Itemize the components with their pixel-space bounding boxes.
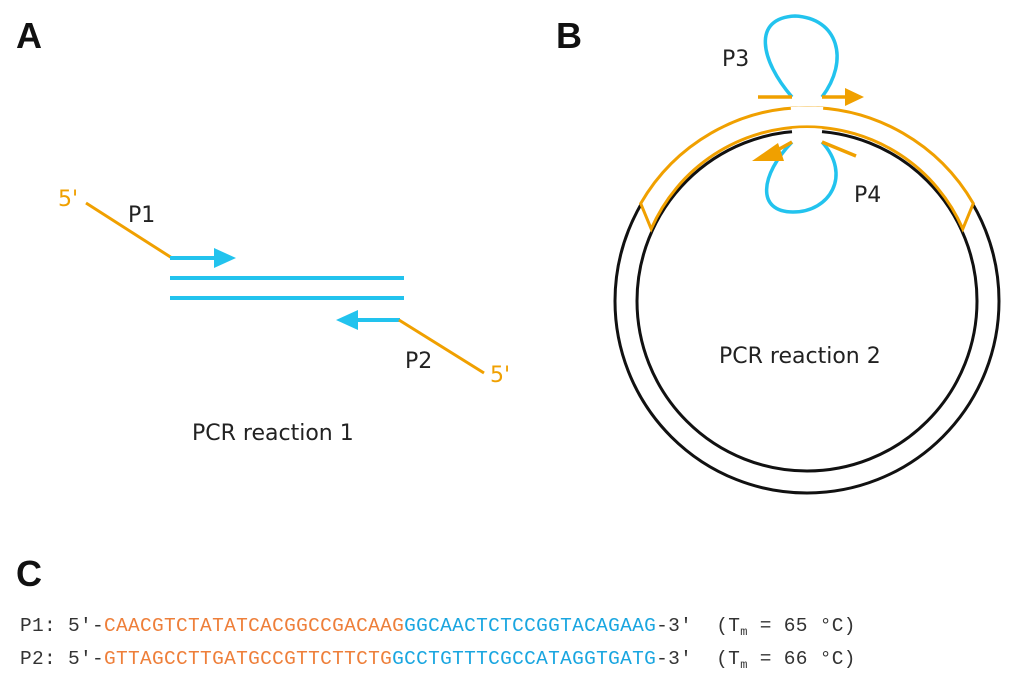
primer-overhang-sequence: CAACGTCTATATCACGGCCGACAAG <box>104 615 405 637</box>
melting-temp-subscript: m <box>740 625 748 639</box>
p4-label: P4 <box>854 183 881 208</box>
p2-label: P2 <box>405 349 432 374</box>
p4-arrowhead <box>752 143 784 161</box>
five-prime-label-left: 5' <box>58 187 78 212</box>
primer-suffix: -3′ <box>656 648 693 670</box>
melting-temp-value: = 65 °C) <box>747 615 856 637</box>
primer-row-p1: P1: 5′-CAACGTCTATATCACGGCCGACAAGGGCAACTC… <box>20 615 856 639</box>
primer-annealing-sequence: GGCAACTCTCCGGTACAGAAG <box>404 615 657 637</box>
panel-c-letter: C <box>16 553 42 594</box>
p3-arrowhead <box>845 88 864 106</box>
p4-right-arm <box>821 140 857 158</box>
melting-temp-open: (T <box>716 615 741 637</box>
panel-b-letter: B <box>556 15 582 56</box>
five-prime-label-right: 5' <box>490 363 510 388</box>
p4-hairpin-loop <box>764 140 838 214</box>
panel-a-diagram <box>85 201 485 375</box>
p1-arrowhead <box>214 248 236 268</box>
primer-name: P2: <box>20 648 57 670</box>
primer-overhang-sequence: GTTAGCCTTGATGCCGTTCTTCTG <box>104 648 393 670</box>
primer-name: P1: <box>20 615 57 637</box>
p1-label: P1 <box>128 203 155 228</box>
primer-prefix: 5′- <box>68 615 105 637</box>
p2-arrowhead <box>336 310 358 330</box>
p3-hairpin-loop <box>763 14 839 99</box>
primer-annealing-sequence: GCCTGTTTCGCCATAGGTGATG <box>392 648 657 670</box>
melting-temp-subscript: m <box>740 658 748 672</box>
amplified-region <box>639 106 975 233</box>
panel-b-diagram <box>613 14 1001 495</box>
melting-temp-value: = 66 °C) <box>747 648 856 670</box>
p3-label: P3 <box>722 47 749 72</box>
plasmid-inner-strand <box>635 129 979 473</box>
panel-b-caption: PCR reaction 2 <box>719 344 881 369</box>
p2-tail <box>398 318 485 375</box>
primer-row-p2: P2: 5′-GTTAGCCTTGATGCCGTTCTTCTGGCCTGTTTC… <box>20 648 856 672</box>
primer-prefix: 5′- <box>68 648 105 670</box>
panel-a-letter: A <box>16 15 42 56</box>
panel-a-caption: PCR reaction 1 <box>192 421 354 446</box>
p1-tail <box>85 201 173 260</box>
melting-temp-open: (T <box>716 648 741 670</box>
primer-suffix: -3′ <box>656 615 693 637</box>
